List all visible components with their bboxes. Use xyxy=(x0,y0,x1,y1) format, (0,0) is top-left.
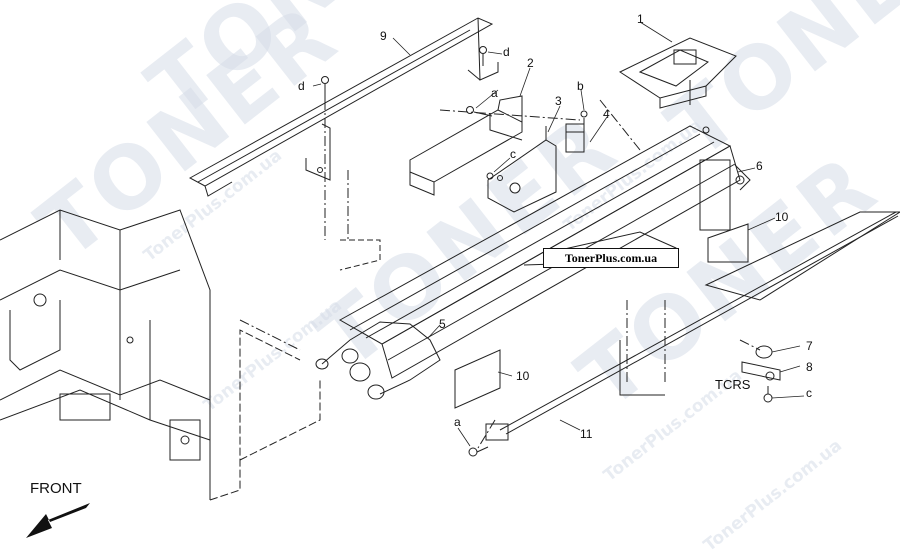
part-label-11: 11 xyxy=(580,427,593,441)
part-label-10-lower: 10 xyxy=(516,369,530,383)
part-7-cap xyxy=(755,345,773,359)
front-arrow xyxy=(26,503,90,538)
part-4-block xyxy=(565,123,585,153)
site-tag: TonerPlus.com.ua xyxy=(543,248,679,268)
screw-label-c-mid: c xyxy=(510,147,516,161)
screw-label-a-top: a xyxy=(491,86,498,100)
part-label-9: 9 xyxy=(380,29,387,43)
part-5-gears xyxy=(315,321,441,400)
part-1-cover xyxy=(618,37,737,109)
screw-label-b: b xyxy=(577,79,584,93)
screw-d-right xyxy=(479,46,487,66)
part-label-10-upper: 10 xyxy=(775,210,789,224)
part-8-sensor xyxy=(741,361,781,381)
part-9-rail xyxy=(188,17,499,197)
part-2-bracket xyxy=(409,95,523,196)
part-label-2: 2 xyxy=(527,56,534,70)
machine-frame xyxy=(0,209,381,501)
screw-a-top xyxy=(466,106,493,117)
sensor-label-tcrs: TCRS xyxy=(715,377,751,392)
part-10-seal-upper xyxy=(707,223,749,263)
part-label-1: 1 xyxy=(637,12,644,26)
part-label-7: 7 xyxy=(806,339,813,353)
screw-label-c-right: c xyxy=(806,386,812,400)
part-label-4: 4 xyxy=(603,107,610,121)
part-10-seal-lower xyxy=(454,349,501,409)
screw-d-left xyxy=(321,76,329,100)
screw-label-a-bottom: a xyxy=(454,415,461,429)
screw-c-mid xyxy=(486,172,494,180)
part-11-rod xyxy=(485,211,900,441)
screw-label-d-right: d xyxy=(503,45,510,59)
part-label-6: 6 xyxy=(756,159,763,173)
part-label-8: 8 xyxy=(806,360,813,374)
screw-label-d-left: d xyxy=(298,79,305,93)
part-label-5: 5 xyxy=(439,317,446,331)
screw-b xyxy=(580,110,588,124)
part-label-3: 3 xyxy=(555,94,562,108)
screw-c-right xyxy=(763,386,773,403)
part-3-plate xyxy=(487,126,557,213)
screw-a-bottom xyxy=(468,446,489,457)
front-label: FRONT xyxy=(30,480,82,497)
